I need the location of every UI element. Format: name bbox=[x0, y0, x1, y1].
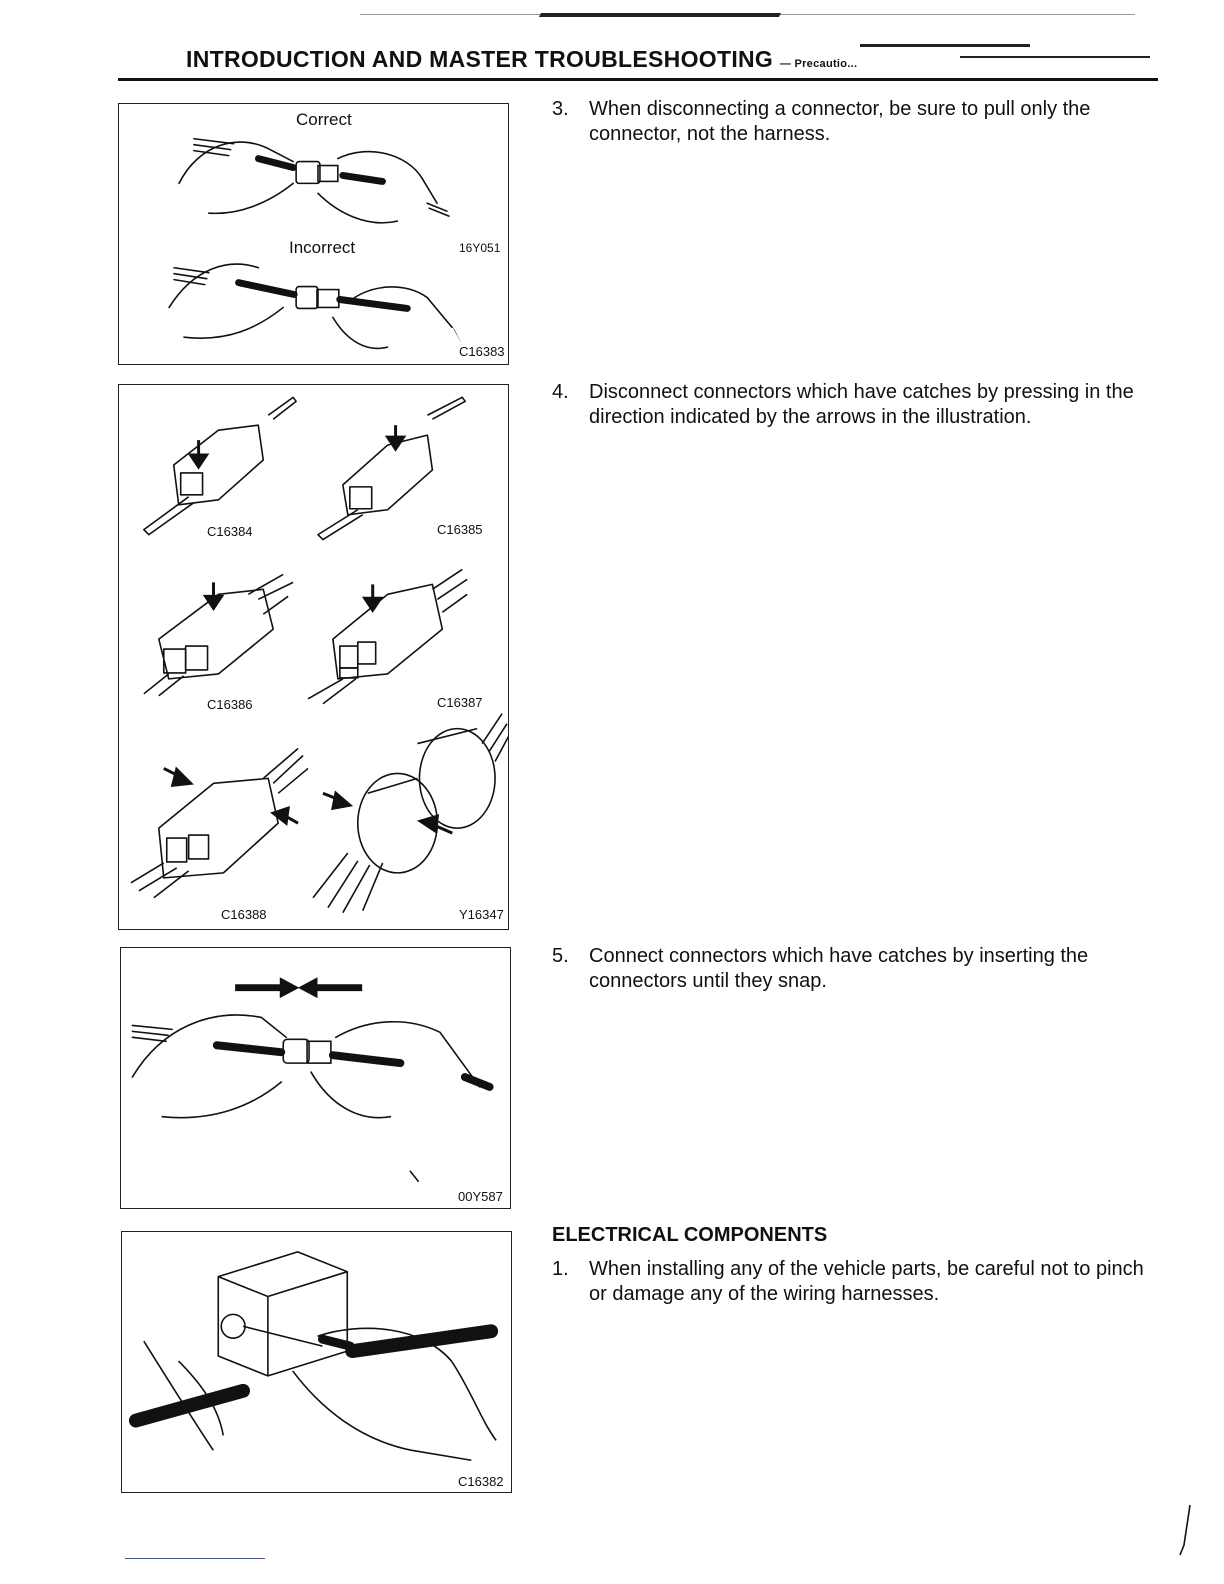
figure-connect-snap: 00Y587 bbox=[120, 947, 511, 1209]
harness-illustration bbox=[128, 1251, 499, 1462]
electrical-step-1: 1. When installing any of the vehicle pa… bbox=[552, 1257, 1162, 1307]
electrical-step-1-number: 1. bbox=[552, 1258, 569, 1280]
disconnect-illustration bbox=[168, 137, 462, 350]
step-3-text: When disconnecting a connector, be sure … bbox=[589, 98, 1091, 145]
figure-code-bottom: C16383 bbox=[459, 344, 505, 359]
scan-artifact bbox=[960, 56, 1150, 58]
code-c16384: C16384 bbox=[207, 524, 253, 539]
code-c16382: C16382 bbox=[458, 1474, 504, 1489]
step-5: 5. Connect connectors which have catches… bbox=[552, 944, 1162, 994]
margin-mark bbox=[1179, 1504, 1191, 1556]
header-rule bbox=[118, 78, 1158, 81]
code-c16387: C16387 bbox=[437, 695, 483, 710]
connect-illustration bbox=[131, 977, 494, 1182]
step-5-number: 5. bbox=[552, 945, 569, 967]
code-y16347: Y16347 bbox=[459, 907, 504, 922]
figure-electrical-harness: C16382 bbox=[121, 1231, 512, 1493]
connector-catches-illustration bbox=[130, 396, 508, 914]
header-subtitle-fragment: — Precautio... bbox=[779, 58, 858, 70]
figure-disconnect-correct-incorrect: Correct Incorrect 16Y051 C16383 bbox=[118, 103, 509, 365]
label-incorrect: Incorrect bbox=[289, 238, 356, 257]
scan-artifact bbox=[860, 44, 1030, 47]
footer-rule bbox=[125, 1558, 265, 1559]
step-4: 4. Disconnect connectors which have catc… bbox=[552, 380, 1162, 430]
figure-code-top: 16Y051 bbox=[459, 241, 501, 255]
code-c16386: C16386 bbox=[207, 697, 253, 712]
code-c16385: C16385 bbox=[437, 522, 483, 537]
code-00y587: 00Y587 bbox=[458, 1189, 503, 1204]
step-4-text: Disconnect connectors which have catches… bbox=[589, 381, 1134, 428]
page-header-title: INTRODUCTION AND MASTER TROUBLESHOOTING … bbox=[186, 46, 857, 73]
section-title-electrical-components: ELECTRICAL COMPONENTS bbox=[552, 1224, 828, 1246]
step-3: 3. When disconnecting a connector, be su… bbox=[552, 97, 1162, 147]
figure-connector-catches: C16384 C16385 C16386 C16387 C16388 Y1634… bbox=[118, 384, 509, 930]
code-c16388: C16388 bbox=[221, 907, 267, 922]
label-correct: Correct bbox=[296, 110, 352, 129]
header-title-text: INTRODUCTION AND MASTER TROUBLESHOOTING bbox=[186, 46, 774, 72]
step-5-text: Connect connectors which have catches by… bbox=[589, 945, 1089, 992]
electrical-step-1-text: When installing any of the vehicle parts… bbox=[589, 1258, 1144, 1305]
step-3-number: 3. bbox=[552, 98, 569, 120]
scan-artifact bbox=[538, 13, 782, 17]
step-4-number: 4. bbox=[552, 381, 569, 403]
